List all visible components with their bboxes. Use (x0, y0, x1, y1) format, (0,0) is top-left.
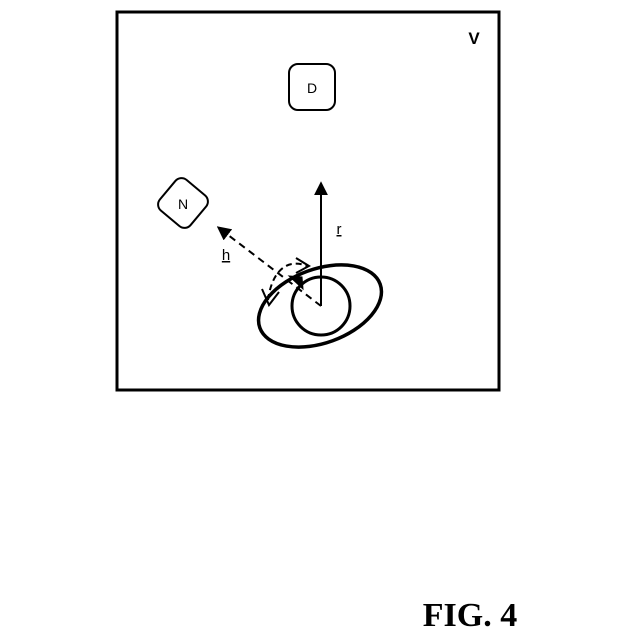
figure-caption: FIG. 4 (423, 597, 517, 634)
region-label: V (468, 29, 480, 48)
detector-label: D (307, 80, 317, 96)
object-n: N (155, 175, 211, 231)
object-label: N (178, 196, 188, 212)
vector-h-label: h (222, 247, 230, 264)
vector-r-label: r (337, 221, 342, 238)
detector-d: D (289, 64, 335, 110)
